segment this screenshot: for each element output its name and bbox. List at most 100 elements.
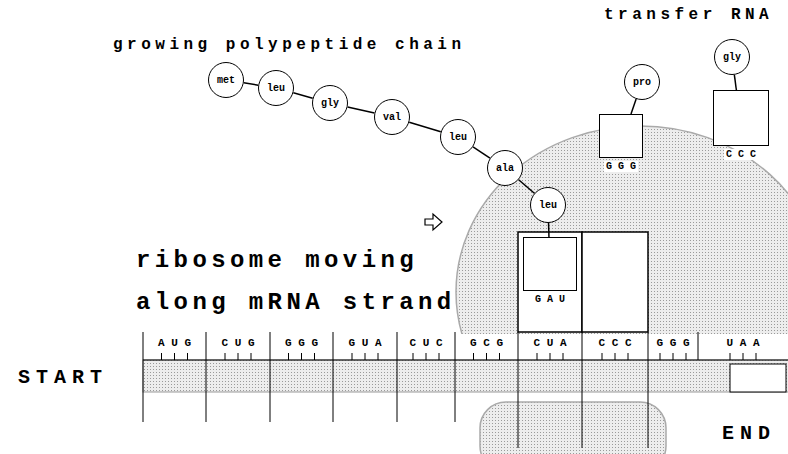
base-tick — [550, 353, 551, 360]
amino-acid: gly — [714, 39, 750, 75]
base-tick — [225, 353, 226, 360]
base-tick — [673, 353, 674, 360]
base-tick — [187, 353, 188, 360]
anticodon-row: C C C — [713, 149, 769, 160]
amino-acid: leu — [258, 70, 294, 106]
codon-divider — [582, 332, 583, 448]
trna-molecule: G A U — [523, 237, 577, 305]
base-tick — [365, 353, 366, 360]
amino-acid: gly — [312, 85, 348, 121]
p-site — [518, 232, 582, 332]
trna-body — [713, 90, 769, 146]
amino-acid: leu — [530, 187, 566, 223]
trna-molecule: G G G — [599, 114, 643, 172]
codon: G U A — [333, 337, 397, 350]
codon-divider — [206, 332, 207, 422]
base-tick — [439, 353, 440, 360]
codon: A U G — [143, 337, 206, 350]
mrna-backbone — [143, 360, 788, 361]
section-heading: growing polypeptide chain — [113, 36, 466, 55]
codon: G G G — [270, 337, 333, 350]
anticodon-row: G A U — [523, 294, 577, 305]
amino-acid-name: gly — [321, 98, 339, 109]
bond-line — [244, 83, 258, 85]
amino-acid-name: ala — [496, 163, 514, 174]
base-tick — [251, 353, 252, 360]
amino-acid-name: gly — [723, 52, 741, 63]
codon-divider — [397, 332, 398, 422]
amino-acid: val — [374, 99, 410, 135]
base-tick — [314, 353, 315, 360]
bond-line — [734, 75, 736, 90]
codon: C C C — [582, 337, 648, 350]
trna-molecule: C C C — [713, 90, 769, 160]
codon: C U A — [518, 337, 582, 350]
base-tick — [486, 353, 487, 360]
amino-acid: ala — [487, 150, 523, 186]
amino-acid-name: leu — [539, 200, 557, 211]
base-tick — [756, 353, 757, 360]
base-tick — [161, 353, 162, 360]
strand-end-label: START — [18, 366, 108, 390]
strand-end-label: END — [722, 422, 776, 446]
codon: C U C — [397, 337, 455, 350]
direction-arrow — [425, 214, 442, 230]
codon-divider — [143, 332, 144, 422]
bond-line — [548, 223, 550, 237]
annotation: ribosome moving along mRNA strand — [136, 240, 476, 324]
amino-acid-name: pro — [633, 77, 651, 88]
codon-divider — [270, 332, 271, 422]
amino-acid-name: leu — [267, 83, 285, 94]
section-heading: transfer RNA — [604, 6, 773, 25]
bond-line — [348, 107, 375, 113]
base-tick — [563, 353, 564, 360]
base-ticks — [162, 353, 757, 360]
base-tick — [413, 353, 414, 360]
base-tick — [686, 353, 687, 360]
codon-divider — [333, 332, 334, 422]
codon-divider — [648, 332, 649, 448]
base-tick — [288, 353, 289, 360]
bond-line — [631, 99, 636, 114]
anticodon: C C C — [724, 149, 758, 160]
anticodon: G G G — [604, 161, 638, 172]
bond-line — [519, 180, 535, 194]
codon: G G G — [648, 337, 698, 350]
base-tick — [730, 353, 731, 360]
stop-box — [730, 364, 786, 392]
amino-acid-name: met — [217, 75, 235, 86]
codon: G C G — [455, 337, 518, 350]
base-tick — [426, 353, 427, 360]
codon-divider — [455, 332, 456, 422]
bond-line — [293, 93, 312, 98]
amino-acid: met — [208, 62, 244, 98]
mrna-strand — [143, 360, 788, 392]
base-tick — [660, 353, 661, 360]
base-tick — [378, 353, 379, 360]
base-tick — [473, 353, 474, 360]
amino-acid-name: val — [383, 112, 401, 123]
trna-body — [523, 237, 577, 291]
codon-dividers — [143, 332, 698, 448]
codon: C U G — [206, 337, 270, 350]
base-tick — [301, 353, 302, 360]
base-tick — [615, 353, 616, 360]
anticodon: G A U — [533, 294, 567, 305]
base-tick — [743, 353, 744, 360]
base-tick — [174, 353, 175, 360]
base-tick — [352, 353, 353, 360]
base-tick — [499, 353, 500, 360]
base-tick — [238, 353, 239, 360]
base-tick — [628, 353, 629, 360]
base-tick — [602, 353, 603, 360]
amino-acid-name: leu — [449, 132, 467, 143]
a-site — [582, 232, 648, 332]
amino-acid: leu — [440, 119, 476, 155]
codon-divider — [518, 332, 519, 448]
trna-body — [599, 114, 643, 158]
bond-line — [473, 147, 490, 158]
amino-acid: pro — [624, 64, 660, 100]
